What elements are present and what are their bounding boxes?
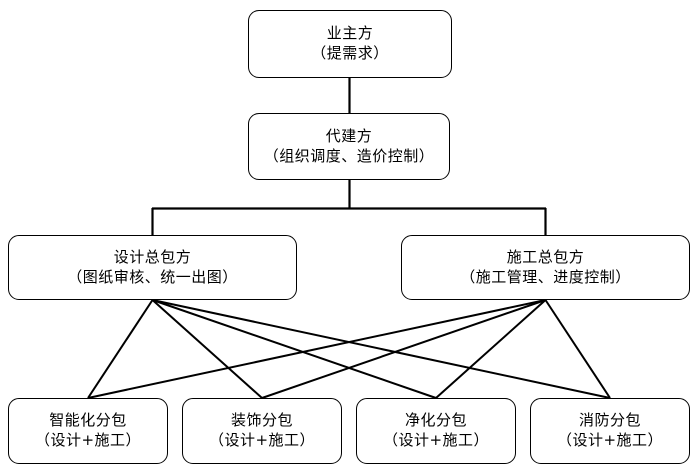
connector-design-to-fire	[152, 299, 611, 399]
node-decoration-sub-subtitle: （设计+施工）	[208, 431, 316, 449]
node-construction-gc-title: 施工总包方	[506, 247, 585, 266]
node-owner-title: 业主方	[326, 24, 374, 43]
connector-construction-to-fire	[544, 299, 611, 399]
node-construction-gc-subtitle: （施工管理、进度控制）	[460, 267, 631, 286]
connector-construction-to-purification	[435, 299, 547, 399]
connector-design-to-intelligent	[87, 299, 154, 399]
node-owner[interactable]: 业主方 （提需求）	[248, 10, 452, 78]
node-fire-sub-title: 消防分包	[578, 411, 641, 430]
connector-design-to-decoration	[151, 299, 263, 399]
node-decoration-sub-title: 装饰分包	[230, 411, 293, 430]
node-decoration-subcontract[interactable]: 装饰分包 （设计+施工）	[182, 398, 342, 464]
node-agent[interactable]: 代建方 （组织调度、造价控制）	[248, 113, 450, 180]
connector-construction-to-decoration	[261, 299, 546, 399]
node-intelligent-sub-title: 智能化分包	[49, 411, 127, 430]
node-intelligent-sub-subtitle: （设计+施工）	[34, 431, 142, 449]
connector-construction-to-intelligent	[87, 299, 546, 399]
node-construction-general-contractor[interactable]: 施工总包方 （施工管理、进度控制）	[401, 235, 690, 300]
connector-design-to-purification	[152, 299, 437, 399]
node-purification-sub-subtitle: （设计+施工）	[382, 431, 490, 449]
node-agent-subtitle: （组织调度、造价控制）	[263, 146, 435, 165]
node-owner-subtitle: （提需求）	[311, 44, 389, 62]
node-purification-subcontract[interactable]: 净化分包 （设计+施工）	[356, 398, 516, 464]
node-fire-sub-subtitle: （设计+施工）	[556, 431, 664, 449]
node-design-gc-subtitle: （图纸审核、统一出图）	[67, 267, 238, 286]
node-agent-title: 代建方	[325, 126, 373, 145]
node-design-gc-title: 设计总包方	[113, 247, 192, 266]
node-intelligent-subcontract[interactable]: 智能化分包 （设计+施工）	[8, 398, 168, 464]
node-purification-sub-title: 净化分包	[404, 411, 467, 430]
node-design-general-contractor[interactable]: 设计总包方 （图纸审核、统一出图）	[8, 235, 297, 300]
node-fire-subcontract[interactable]: 消防分包 （设计+施工）	[530, 398, 690, 464]
